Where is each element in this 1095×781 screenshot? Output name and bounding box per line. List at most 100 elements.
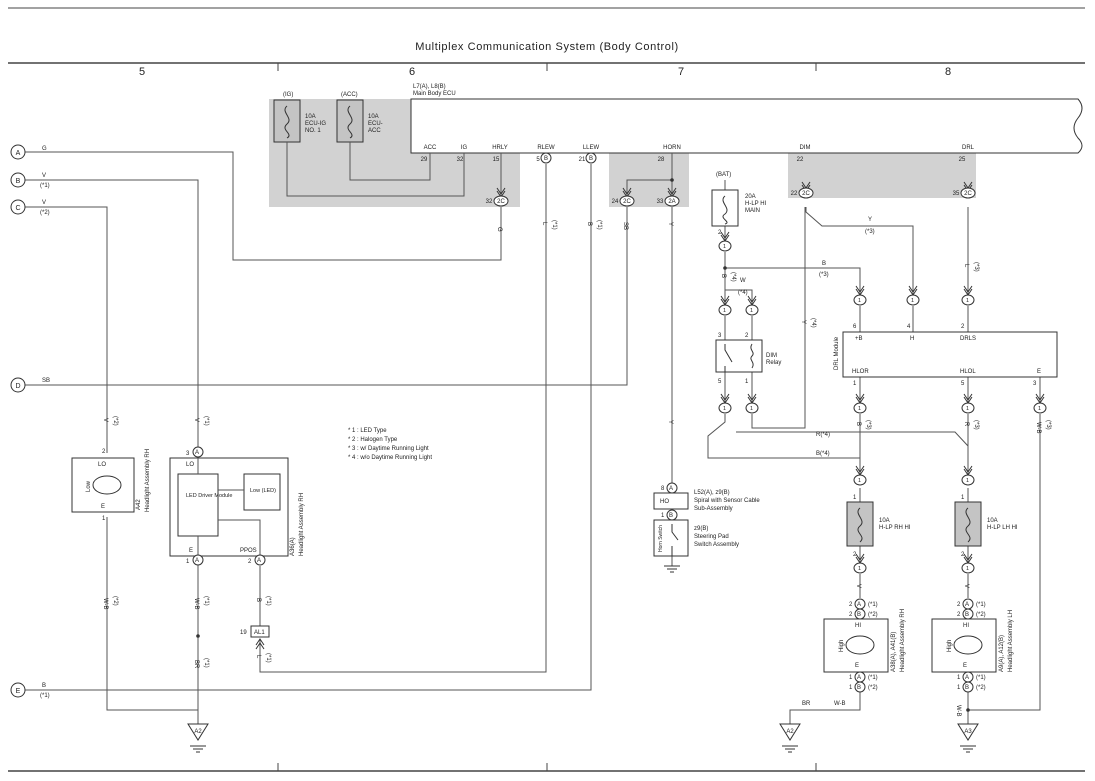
svg-text:High: High [947,640,953,652]
svg-text:A: A [857,675,861,681]
svg-text:21: 21 [579,157,586,163]
svg-text:(*2): (*2) [976,685,986,691]
svg-text:W: W [740,278,746,284]
svg-text:Steering Pad: Steering Pad [694,534,729,540]
svg-text:A36(A): A36(A) [290,537,296,556]
svg-text:HI: HI [855,623,861,629]
page-title: Multiplex Communication System (Body Con… [415,41,679,53]
svg-text:33: 33 [657,199,664,205]
svg-text:E: E [963,663,967,669]
svg-text:B: B [822,261,826,267]
svg-text:V: V [963,584,969,588]
svg-text:DIM: DIM [766,353,777,359]
svg-text:Headlight Assembly RH: Headlight Assembly RH [900,609,906,672]
svg-text:(*2): (*2) [40,210,50,216]
svg-text:2: 2 [853,552,857,558]
svg-text:(*1): (*1) [265,653,271,663]
svg-text:Headlight Assembly RH: Headlight Assembly RH [145,449,151,512]
svg-text:A38(A), A41(B): A38(A), A41(B) [891,632,897,672]
svg-text:V: V [855,584,861,588]
svg-text:(*1): (*1) [551,220,557,230]
svg-text:10A: 10A [987,518,998,524]
fuse-h-lp-hi-main: (BAT) 20A H-LP HI MAIN 2 1 [711,172,767,252]
svg-text:1: 1 [853,495,857,501]
svg-text:1: 1 [102,516,106,522]
svg-text:A2: A2 [194,729,202,735]
svg-text:A9(A), A12(B): A9(A), A12(B) [999,635,1005,672]
svg-text:D: D [15,383,20,390]
svg-text:ACC: ACC [424,145,437,151]
svg-text:(ACC): (ACC) [341,92,358,98]
svg-text:5: 5 [961,381,965,387]
svg-text:10A: 10A [879,518,890,524]
svg-text:* 1 : LED Type: * 1 : LED Type [348,428,387,434]
fuse-h-lp-lh-hi: 1 1 10A H-LP LH HI 2 1 [954,465,1018,574]
svg-text:+B: +B [855,336,863,342]
dim-relay: 1 1 3 2 DIM Relay 5 1 1 1 [715,295,781,414]
svg-text:2C: 2C [497,199,505,205]
svg-text:A42: A42 [136,499,142,510]
svg-text:Y: Y [800,320,806,324]
svg-text:Headlight Assembly LH: Headlight Assembly LH [1008,610,1014,672]
svg-text:ECU-IG: ECU-IG [305,121,326,127]
svg-text:1: 1 [849,675,853,681]
svg-text:E: E [16,688,21,695]
svg-text:Relay: Relay [766,360,781,366]
svg-text:B(*4): B(*4) [816,451,830,457]
svg-text:PPOS: PPOS [240,548,257,554]
offpage-connectors: A B C D E [10,144,26,698]
offpage-e [10,682,26,698]
svg-text:G: G [42,146,47,152]
svg-text:z9(B): z9(B) [694,526,708,532]
svg-text:E: E [101,504,105,510]
svg-text:(*1): (*1) [596,220,602,230]
offpage-a [10,144,26,160]
svg-text:(*3): (*3) [865,420,871,430]
column-6: 6 [409,66,415,78]
svg-text:W-B: W-B [193,598,199,610]
svg-text:1: 1 [858,478,861,484]
svg-text:V: V [193,418,199,422]
svg-text:(*2): (*2) [112,416,118,426]
column-8: 8 [945,66,951,78]
ecu-label-top: L7(A), L8(B) [413,84,446,90]
svg-text:B: B [857,612,861,618]
svg-text:H-LP RH HI: H-LP RH HI [879,525,911,531]
svg-text:25: 25 [959,157,966,163]
svg-text:HORN: HORN [663,145,681,151]
svg-text:(*3): (*3) [1045,420,1051,430]
svg-text:2: 2 [957,602,961,608]
headlight-a9: 2 A (*1) 2 B (*2) HI High E 1 A (*1) 1 B… [931,598,1014,693]
svg-text:(*1): (*1) [976,602,986,608]
svg-text:(*2): (*2) [976,612,986,618]
drl-module: 1 1 1 6 4 2 +B H DRLS HLOR HLOL E DRL Mo… [834,285,1058,414]
svg-text:1: 1 [966,406,969,412]
svg-text:1: 1 [750,308,753,314]
svg-text:(*4): (*4) [810,318,816,328]
svg-text:10A: 10A [305,114,316,120]
svg-text:1: 1 [858,406,861,412]
notes: * 1 : LED Type * 2 : Halogen Type * 3 : … [348,428,432,461]
svg-text:3: 3 [186,451,190,457]
svg-text:High: High [839,640,845,652]
svg-text:1: 1 [1038,406,1041,412]
svg-text:H-LP LH HI: H-LP LH HI [987,525,1018,531]
svg-text:32: 32 [457,157,464,163]
svg-text:LED Driver Module: LED Driver Module [186,493,232,499]
svg-text:1: 1 [750,406,753,412]
svg-text:A: A [195,558,199,564]
svg-text:L: L [963,264,969,268]
svg-text:24: 24 [612,199,619,205]
svg-text:L: L [255,655,261,659]
svg-text:4: 4 [907,324,911,330]
svg-text:1: 1 [966,478,969,484]
svg-text:32: 32 [486,199,493,205]
ecu-connectors: 2C 32 2C 24 2A 33 2C 22 2C 35 [486,181,976,207]
svg-text:H: H [910,336,914,342]
svg-text:(*1): (*1) [868,602,878,608]
svg-text:R(*4): R(*4) [816,432,830,438]
svg-text:B: B [857,685,861,691]
svg-text:35: 35 [953,191,960,197]
svg-text:Sub-Assembly: Sub-Assembly [694,506,733,512]
